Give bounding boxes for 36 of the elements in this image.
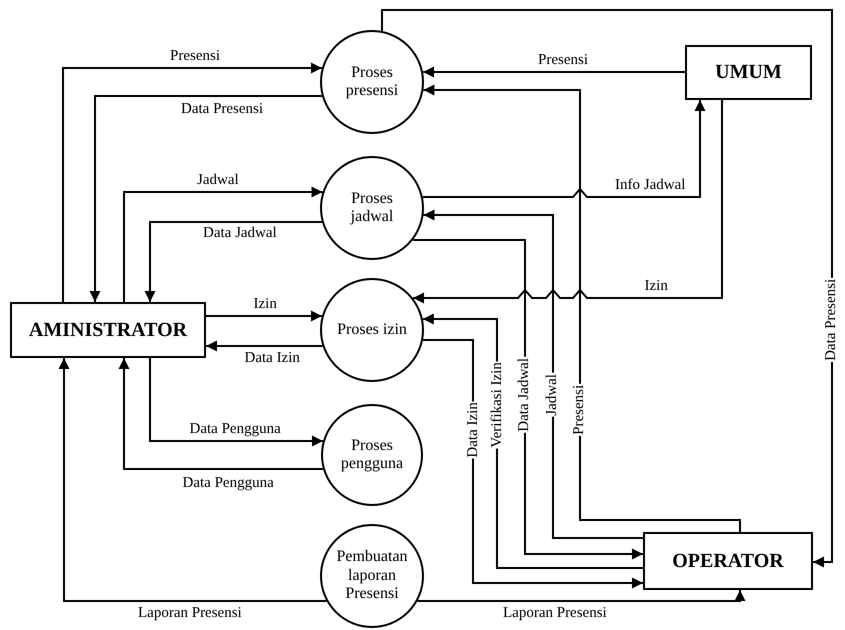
arrow bbox=[62, 62, 322, 302]
arrow bbox=[123, 186, 323, 302]
process-label: Proses pengguna bbox=[340, 436, 404, 474]
process-label: Pembuatan laporan Presensi bbox=[335, 548, 409, 604]
entity-label: AMINISTRATOR bbox=[28, 318, 188, 342]
arrow bbox=[422, 100, 706, 198]
arrow bbox=[118, 358, 323, 470]
arrow bbox=[58, 358, 326, 602]
arrow bbox=[144, 221, 322, 302]
arrow bbox=[418, 590, 746, 602]
edge-label: Laporan Presensi bbox=[137, 606, 243, 622]
arrow bbox=[149, 358, 323, 446]
arrow bbox=[423, 66, 685, 78]
edge-label: Data Pengguna bbox=[182, 476, 275, 492]
process-circle bbox=[320, 524, 424, 628]
arrow bbox=[206, 340, 323, 352]
process-label: Proses izin bbox=[336, 320, 408, 340]
process-circle bbox=[320, 278, 424, 382]
arrow bbox=[413, 100, 723, 304]
arrow bbox=[423, 84, 741, 532]
process-label: Proses jadwal bbox=[349, 190, 394, 226]
arrow bbox=[424, 210, 643, 539]
arrow bbox=[90, 95, 322, 302]
entity-label: UMUM bbox=[715, 61, 782, 84]
entity-box bbox=[10, 302, 206, 358]
entity-label: OPERATOR bbox=[672, 550, 784, 572]
process-label: Proses presensi bbox=[344, 64, 400, 100]
process-circle bbox=[320, 30, 424, 134]
edge-label: Data Pengguna bbox=[188, 422, 282, 438]
entity-box bbox=[643, 532, 813, 590]
arrow bbox=[381, 9, 833, 568]
entity-box bbox=[685, 45, 812, 100]
edge-label: Laporan Presensi bbox=[502, 606, 608, 622]
process-circle bbox=[320, 156, 424, 260]
process-circle bbox=[321, 404, 423, 506]
arrow bbox=[206, 310, 322, 322]
